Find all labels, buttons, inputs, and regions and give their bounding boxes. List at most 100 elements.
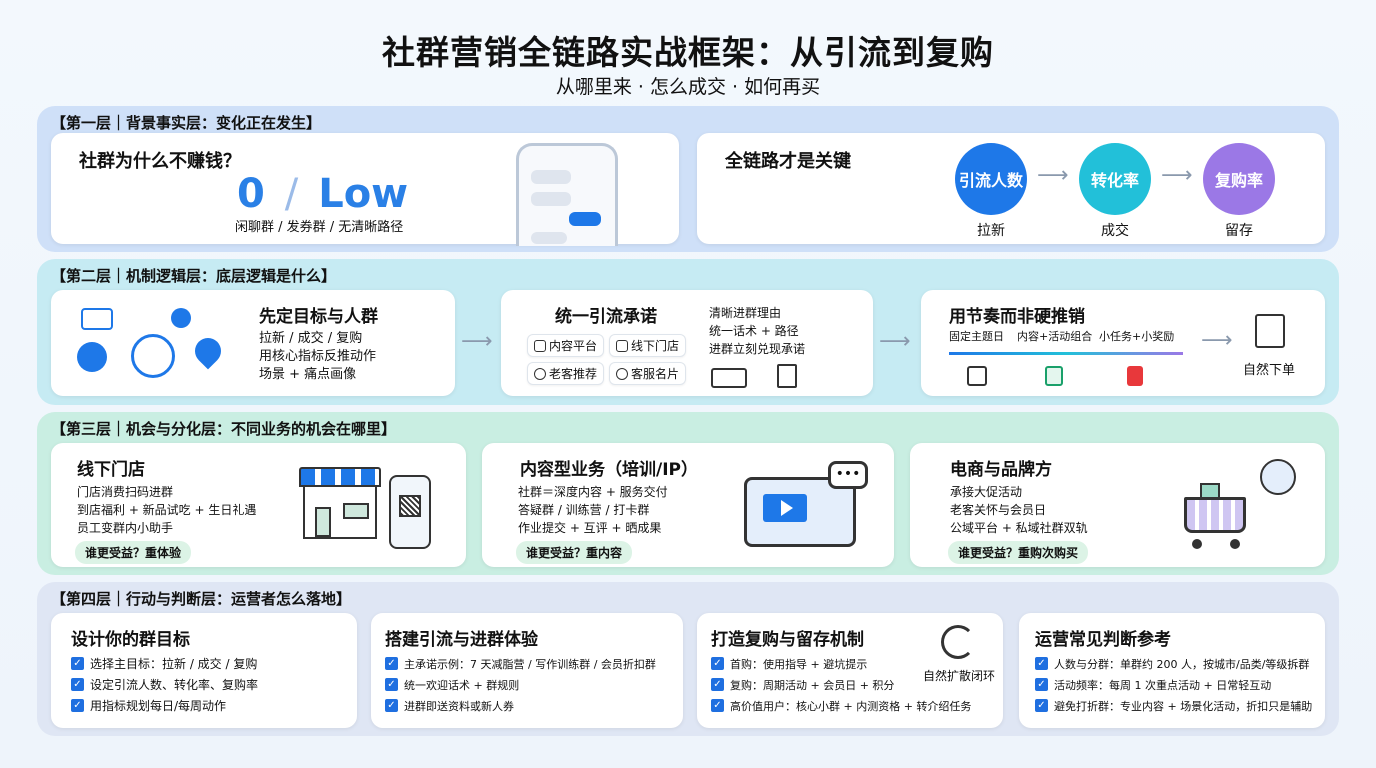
arrow-icon: ⟶ (461, 329, 493, 354)
service-card-text: 客服名片 (631, 367, 680, 381)
deal-label: 成交 (1101, 223, 1129, 239)
document-icon (777, 364, 797, 388)
checkbox-icon: ✓ (71, 657, 84, 670)
ecommerce-brand-title: 电商与品牌方 (950, 460, 1052, 480)
why-no-profit-card: 社群为什么不赚钱？ 0 / Low 闲聊群 / 发券群 / 无清晰路径 (51, 133, 679, 246)
page-title: 社群营销全链路实战框架：从引流到复购 (382, 33, 994, 72)
crowd-target-illustration (77, 308, 227, 384)
checklist-item-text: 进群即送资料或新人券 (404, 699, 514, 713)
ecommerce-brand-line-2: 老客关怀与会员日 (950, 503, 1047, 517)
refresh-loop-icon (941, 625, 975, 659)
natural-order-label: 自然下单 (1243, 363, 1296, 378)
layer-3-panel: 【第三层｜机会与分化层：不同业务的机会在哪里】 线下门店 门店消费扫码进群 到店… (37, 412, 1339, 575)
why-no-profit-title: 社群为什么不赚钱？ (79, 151, 241, 172)
shopping-cart-icon (1178, 483, 1254, 551)
target-crowd-line-1: 拉新 / 成交 / 复购 (259, 331, 363, 346)
rhythm-card: 用节奏而非硬推销 固定主题日 内容+活动组合 小任务+小奖励 ⟶ 自然下单 (921, 290, 1325, 396)
arrow-icon: ⟶ (879, 329, 911, 354)
low-value: Low (318, 171, 409, 217)
zero-value: 0 (237, 171, 265, 217)
checklist-item: ✓统一欢迎话术 + 群规则 (385, 674, 656, 695)
offline-store-line-1: 门店消费扫码进群 (77, 485, 174, 499)
shopping-bag-icon (1255, 314, 1285, 348)
offline-store-line-3: 员工变群内小助手 (77, 521, 174, 535)
checkbox-icon: ✓ (711, 699, 724, 712)
checklist-item: ✓ 选择主目标：拉新 / 成交 / 复购 (71, 653, 258, 674)
layer-1-panel: 【第一层｜背景事实层：变化正在发生】 社群为什么不赚钱？ 0 / Low 闲聊群… (37, 106, 1339, 252)
stat-separator: / (284, 171, 299, 217)
checkbox-icon: ✓ (1035, 699, 1048, 712)
referral-text: 老客推荐 (549, 367, 598, 381)
traffic-count-circle: 引流人数 (955, 143, 1027, 215)
checklist-item: ✓避免打折群：专业内容 + 场景化活动，折扣只是辅助 (1035, 695, 1312, 716)
unified-promise-title: 统一引流承诺 (555, 307, 657, 327)
group-goal-checklist: ✓ 选择主目标：拉新 / 成交 / 复购 ✓ 设定引流人数、转化率、复购率 ✓ 用指标… (71, 653, 258, 716)
layer-4-label: 【第四层｜行动与判断层：运营者怎么落地】 (51, 590, 352, 608)
group-goal-card: 设计你的群目标 ✓ 选择主目标：拉新 / 成交 / 复购 ✓ 设定引流人数、转化率、… (51, 613, 357, 728)
ecommerce-brand-benefit-badge: 谁更受益？重购次购买 (948, 541, 1089, 564)
checkbox-icon: ✓ (71, 678, 84, 691)
checklist-item-text: 复购：周期活动 + 会员日 + 积分 (730, 678, 895, 692)
checkbox-icon: ✓ (385, 657, 398, 670)
offline-store-line-2: 到店福利 + 新品试吃 + 生日礼遇 (77, 503, 257, 517)
checklist-item-text: 用指标规划每日/每周动作 (90, 699, 227, 713)
timeline-label-2: 内容+活动组合 (1017, 330, 1093, 343)
unified-promise-line-3: 进群立刻兑现承诺 (709, 342, 806, 356)
acquire-label: 拉新 (977, 223, 1005, 239)
person-icon (131, 334, 175, 378)
calendar-icon (967, 366, 987, 386)
checklist-item-text: 高价值用户：核心小群 + 内测资格 + 转介绍任务 (730, 699, 972, 713)
unified-promise-line-1: 清晰进群理由 (709, 306, 782, 320)
onboarding-checklist: ✓主承诺示例：7 天减脂营 / 写作训练群 / 会员折扣群 ✓统一欢迎话术 + … (385, 653, 656, 716)
target-crowd-line-3: 场景 + 痛点画像 (259, 367, 357, 382)
content-business-benefit-badge: 谁更受益？重内容 (516, 541, 633, 564)
content-business-line-1: 社群＝深度内容 + 服务交付 (518, 485, 668, 499)
community-users-icon (1260, 459, 1296, 495)
repurchase-rate-circle: 复购率 (1203, 143, 1275, 215)
conversion-rate-text: 转化率 (1090, 171, 1139, 190)
ticket-icon (711, 368, 747, 388)
judgment-checklist: ✓人数与分群：单群约 200 人，按城市/品类/等级拆群 ✓活动频率：每周 1 … (1035, 653, 1312, 716)
ecommerce-brand-card: 电商与品牌方 承接大促活动 老客关怀与会员日 公域平台 + 私域社群双轨 谁更受… (910, 443, 1325, 567)
comment-bubble-icon: ••• (828, 461, 868, 489)
checklist-item-text: 设定引流人数、转化率、复购率 (90, 678, 259, 692)
retention-label: 留存 (1225, 223, 1253, 239)
chat-bubble-icon (81, 308, 113, 330)
repurchase-retention-title: 打造复购与留存机制 (711, 630, 864, 650)
checklist-item-text: 选择主目标：拉新 / 成交 / 复购 (90, 657, 258, 671)
referral-icon (534, 367, 546, 380)
unified-promise-line-2: 统一话术 + 路径 (709, 324, 799, 338)
content-platform-text: 内容平台 (549, 339, 598, 353)
referral-chip: 老客推荐 (527, 362, 605, 385)
repurchase-retention-card: 打造复购与留存机制 ✓首购：使用指导 + 避坑提示 ✓复购：周期活动 + 会员日… (697, 613, 1003, 728)
arrow-icon: ⟶ (1201, 328, 1233, 353)
checkbox-icon: ✓ (1035, 657, 1048, 670)
checklist-item: ✓ 用指标规划每日/每周动作 (71, 695, 258, 716)
ecommerce-brand-line-3: 公域平台 + 私域社群双轨 (950, 521, 1088, 535)
checklist-item: ✓首购：使用指导 + 避坑提示 (711, 653, 971, 674)
checklist-item: ✓ 人数与分群：单群约 200 人，按城市/品类/等级拆群 (1035, 653, 1312, 674)
checkbox-icon: ✓ (71, 699, 84, 712)
checklist-item-text: 首购：使用指导 + 避坑提示 (730, 657, 868, 671)
person-icon (171, 308, 191, 328)
group-goal-title: 设计你的群目标 (71, 630, 190, 650)
offline-store-benefit-badge: 谁更受益？重体验 (75, 541, 192, 564)
repurchase-rate-text: 复购率 (1214, 171, 1263, 190)
map-pin-icon (189, 332, 227, 370)
checklist-item: ✓ 复购：周期活动 + 会员日 + 积分 (711, 674, 971, 695)
timeline-bar (949, 352, 1183, 355)
offline-store-card: 线下门店 门店消费扫码进群 到店福利 + 新品试吃 + 生日礼遇 员工变群内小助… (51, 443, 466, 567)
checklist-item-text: 人数与分群：单群约 200 人，按城市/品类/等级拆群 (1054, 657, 1310, 671)
layer-3-label: 【第三层｜机会与分化层：不同业务的机会在哪里】 (51, 420, 397, 438)
target-crowd-title: 先定目标与人群 (259, 307, 378, 327)
offline-store-chip: 线下门店 (609, 334, 687, 357)
offline-store-text: 线下门店 (631, 339, 680, 353)
layer-2-label: 【第二层｜机制逻辑层：底层逻辑是什么】 (51, 267, 337, 285)
checkbox-icon: ✓ (1035, 678, 1048, 691)
checklist-item: ✓主承诺示例：7 天减脂营 / 写作训练群 / 会员折扣群 (385, 653, 656, 674)
store-icon (616, 339, 628, 352)
target-crowd-line-2: 用核心指标反推动作 (259, 349, 377, 364)
content-business-title: 内容型业务（培训/IP） (520, 460, 698, 480)
checkbox-icon: ✓ (711, 678, 724, 691)
onboarding-experience-card: 搭建引流与进群体验 ✓主承诺示例：7 天减脂营 / 写作训练群 / 会员折扣群 … (371, 613, 683, 728)
